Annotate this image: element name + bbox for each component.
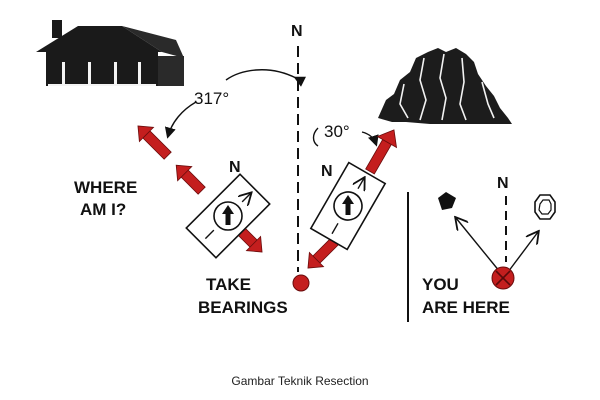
where-label-line1: WHERE bbox=[74, 178, 137, 197]
take-label-line2: BEARINGS bbox=[198, 298, 288, 317]
where-label-line2: AM I? bbox=[80, 200, 126, 219]
angle-arc-left: 317° bbox=[168, 70, 296, 136]
mountain-icon bbox=[378, 48, 512, 124]
inset-hexagon-icon bbox=[535, 195, 555, 219]
position-dot-icon bbox=[293, 275, 309, 291]
inset-north-label: N bbox=[497, 175, 509, 192]
angle-arc-right: 30° bbox=[314, 122, 377, 146]
take-label-line1: TAKE bbox=[206, 275, 251, 294]
angle-left-label: 317° bbox=[194, 89, 229, 108]
you-are-here-marker bbox=[492, 267, 514, 289]
you-label-line1: YOU bbox=[422, 275, 459, 294]
you-label-line2: ARE HERE bbox=[422, 298, 510, 317]
angle-right-label: 30° bbox=[324, 122, 350, 141]
inset-pentagon-icon bbox=[438, 192, 456, 210]
north-label: N bbox=[291, 23, 303, 40]
north-reference-line: N bbox=[291, 23, 303, 272]
figure-caption: Gambar Teknik Resection bbox=[231, 374, 368, 388]
compass-left-north-label: N bbox=[229, 159, 241, 176]
compass-right-north-label: N bbox=[321, 163, 333, 180]
inset-you-are-here: N YOU ARE HERE bbox=[408, 175, 555, 322]
house-icon bbox=[36, 20, 184, 86]
